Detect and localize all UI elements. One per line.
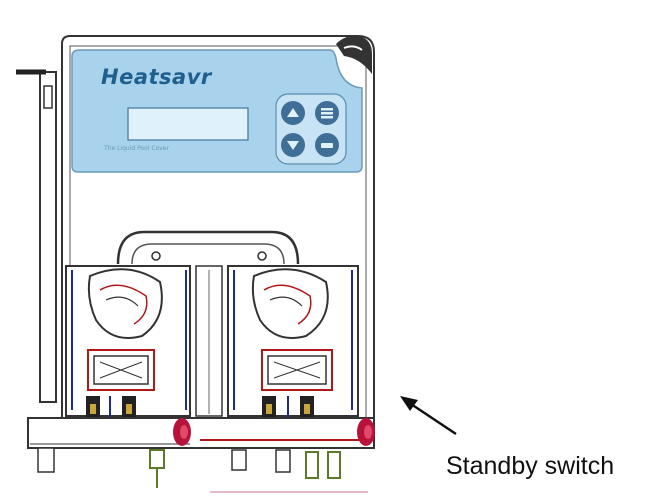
brand-logo: Heatsavr <box>101 65 212 89</box>
down-icon[interactable] <box>281 133 305 157</box>
right-pump-head <box>227 265 359 430</box>
up-icon[interactable] <box>281 101 305 125</box>
base-rail <box>27 417 375 449</box>
callout-arrow <box>400 396 457 436</box>
standby-switch-left[interactable] <box>173 418 191 446</box>
standby-switch-right[interactable] <box>357 418 375 446</box>
mounting-clip <box>336 35 372 74</box>
center-divider <box>195 265 223 417</box>
enter-icon[interactable] <box>315 133 339 157</box>
standby-switch-label: Standby switch <box>446 452 615 480</box>
menu-icon[interactable] <box>315 101 339 125</box>
carry-handle <box>116 230 300 265</box>
brand-tagline: The Liquid Pool Cover <box>104 145 169 152</box>
button-cluster <box>275 93 347 165</box>
lcd-display <box>127 107 249 141</box>
left-hose <box>16 69 57 403</box>
left-pump-head <box>65 265 191 430</box>
bottom-fittings <box>37 447 368 493</box>
